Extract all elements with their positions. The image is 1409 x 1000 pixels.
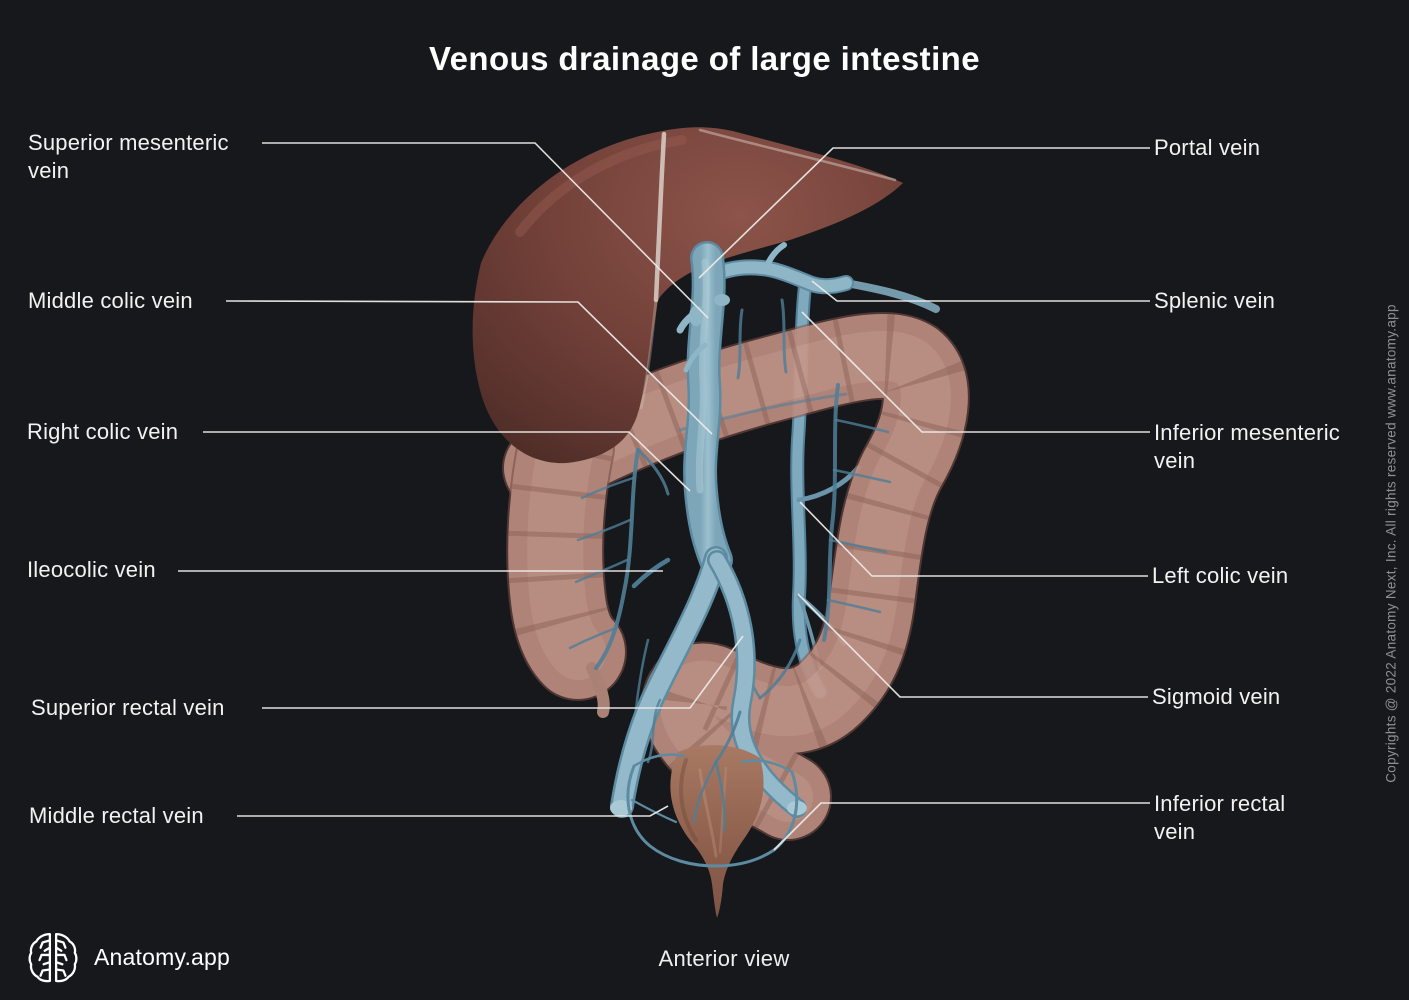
leader-superior-mesenteric-vein [262,142,709,319]
label-inferior-rectal-vein: Inferior rectal vein [1154,791,1286,844]
brand-name: Anatomy.app [94,943,231,970]
ascending-colon-cecum [506,398,627,701]
label-left-colic-vein: Left colic vein [1152,563,1289,588]
label-middle-colic-vein: Middle colic vein [28,288,193,313]
leader-right-colic-vein [203,431,691,492]
transverse-descending-sigmoid-colon [502,311,970,841]
page-title: Venous drainage of large intestine [429,40,980,77]
splenic-vein-continuation [842,279,940,313]
leader-inferior-mesenteric-vein [801,311,1150,433]
liver [472,127,903,464]
leader-sigmoid-vein [797,593,1148,698]
leader-splenic-vein [811,280,1150,302]
portal-venous-system [610,241,854,818]
appendix [586,662,610,718]
label-superior-mesenteric-vein: Superior mesenteric vein [28,130,229,183]
falciform-ligament [653,131,667,303]
marginal-veins [568,298,892,770]
smv-left-limb [610,546,728,818]
view-caption: Anterior view [658,946,790,971]
label-sigmoid-vein: Sigmoid vein [1152,684,1281,709]
label-ileocolic-vein: Ileocolic vein [27,557,156,582]
label-middle-rectal-vein: Middle rectal vein [29,803,204,828]
leader-left-colic-vein [799,501,1148,577]
leader-inferior-rectal-vein [773,802,1150,851]
leader-middle-colic-vein [225,300,713,435]
copyright-text: Copyrights @ 2022 Anatomy Next, Inc. All… [1383,304,1399,783]
brain-logo-icon [28,933,78,983]
label-inferior-mesenteric-vein: Inferior mesenteric vein [1154,420,1340,473]
leader-superior-rectal-vein [262,635,744,709]
brand-lockup: Anatomy.app [28,930,230,984]
splenic-vein [704,242,854,295]
leader-middle-rectal-vein [237,805,669,817]
large-intestine [502,311,970,841]
ileocolic-vein [631,557,671,589]
portal-vein-smv-trunk [676,241,733,577]
label-portal-vein: Portal vein [1154,135,1261,160]
label-superior-rectal-vein: Superior rectal vein [31,695,225,720]
leader-lines [178,142,1150,851]
leader-portal-vein [698,147,1150,279]
label-splenic-vein: Splenic vein [1154,288,1276,313]
middle-rectal-vein [626,764,718,868]
rectum [670,710,764,918]
label-right-colic-vein: Right colic vein [27,419,179,444]
